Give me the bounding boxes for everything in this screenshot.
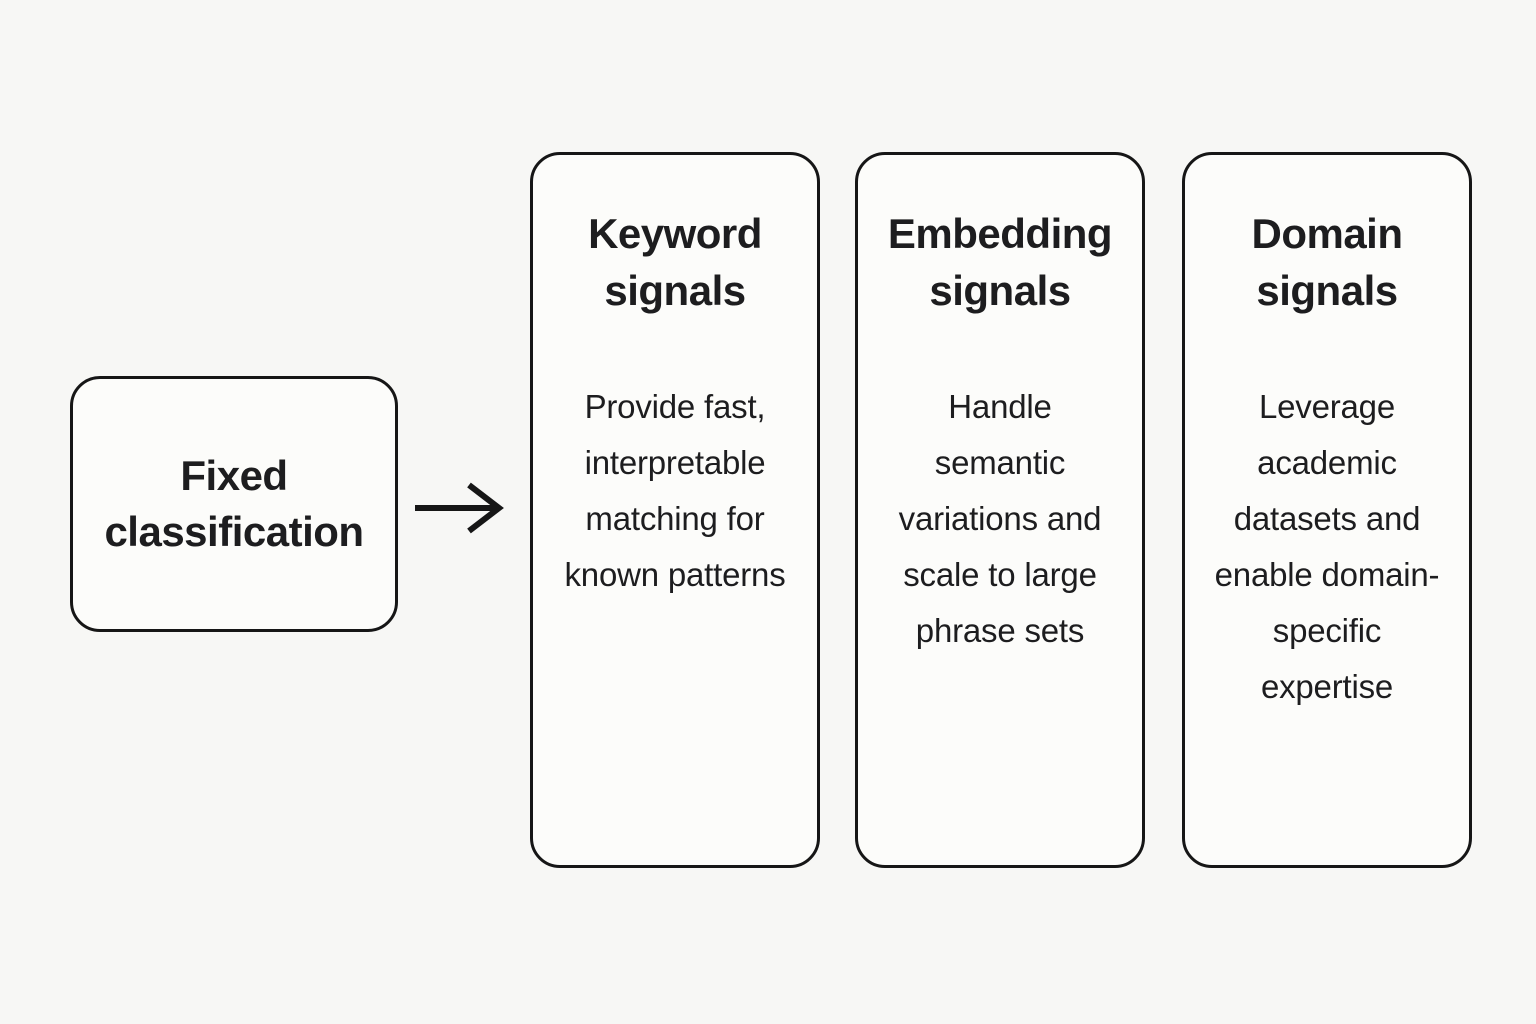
card-body: Handle semantic variations and scale to …: [898, 388, 1102, 649]
card-embedding-signals: Embedding signals Handle semantic variat…: [855, 152, 1145, 868]
card-title: Embedding signals: [887, 210, 1113, 314]
card-domain-signals: Domain signals Leverage academic dataset…: [1182, 152, 1472, 868]
arrow-right-icon: [415, 482, 504, 534]
card-keyword-signals: Keyword signals Provide fast, interpreta…: [530, 152, 820, 868]
card-title: Keyword signals: [588, 210, 762, 314]
fixed-classification-box: Fixed classification: [70, 376, 398, 632]
card-title: Domain signals: [1251, 210, 1403, 314]
card-body: Leverage academic datasets and enable do…: [1214, 388, 1440, 705]
card-body: Provide fast, interpretable matching for…: [564, 388, 786, 593]
fixed-classification-label: Fixed classification: [104, 452, 364, 555]
